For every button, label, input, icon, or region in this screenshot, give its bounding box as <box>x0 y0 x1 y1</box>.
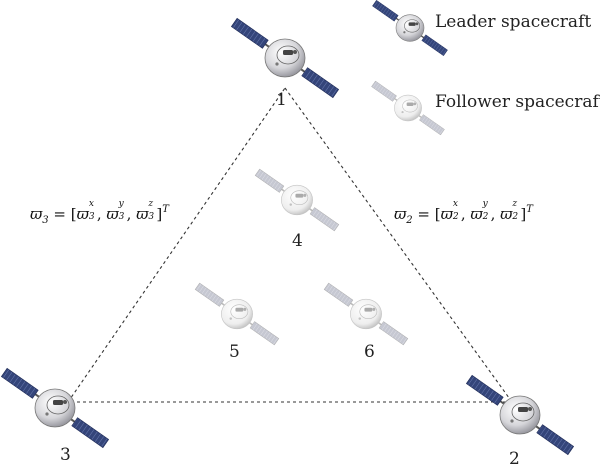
formula-3-symbol-z: ϖ <box>136 205 149 223</box>
formula-3-symbol-y: ϖ <box>106 205 119 223</box>
spacecraft-5-icon <box>194 282 280 346</box>
formula-2-sub-x: 2 <box>452 212 459 222</box>
node-label-3: 3 <box>60 445 71 465</box>
formula-2-sup-x: x <box>452 199 458 209</box>
formula-3-transpose: T <box>162 204 169 215</box>
spacecraft-layer <box>0 0 575 456</box>
formula-2-sup-y: y <box>482 199 488 209</box>
spacecraft-1-icon <box>230 17 340 99</box>
legend-follower-label: Follower spacecraft <box>435 92 600 112</box>
formation-link-3-1 <box>67 87 286 403</box>
formula-2-symbol-y: ϖ <box>470 205 483 223</box>
node-label-1: 1 <box>276 90 287 110</box>
formula-3-index: 3 <box>42 215 49 226</box>
formula-2-sup-z: z <box>512 199 518 209</box>
formula-3-sub-y: 3 <box>118 212 125 222</box>
node-label-4: 4 <box>292 231 303 251</box>
formula-2-sub-y: 2 <box>482 212 489 222</box>
legend-leader-label: Leader spacecraft <box>435 12 592 32</box>
formula-2-transpose: T <box>526 204 533 215</box>
formula-3-sub-z: 3 <box>148 212 155 222</box>
node-label-6: 6 <box>364 342 375 362</box>
formula-2-symbol: ϖ <box>394 205 407 223</box>
formula-3-symbol: ϖ <box>30 205 43 223</box>
spacecraft-4-icon <box>254 168 340 232</box>
node-label-2: 2 <box>509 449 520 469</box>
formula-3-symbol-x: ϖ <box>76 205 89 223</box>
formula-2-symbol-z: ϖ <box>500 205 513 223</box>
formula-2-sub-z: 2 <box>512 212 519 222</box>
formula-3-sup-y: y <box>118 199 124 209</box>
spacecraft-2-icon <box>465 374 575 456</box>
formula-3-sub-x: 3 <box>88 212 95 222</box>
legend-leader-spacecraft-icon <box>372 0 448 57</box>
formula-3-sup-x: x <box>88 199 94 209</box>
legend-follower-spacecraft-icon <box>371 80 445 136</box>
node-label-5: 5 <box>229 342 240 362</box>
spacecraft-6-icon <box>323 282 409 346</box>
formula-3-sup-z: z <box>148 199 154 209</box>
formation-link-1-2 <box>284 87 513 403</box>
formula-2-index: 2 <box>406 215 413 226</box>
formation-links <box>67 87 513 403</box>
spacecraft-3-icon <box>0 367 110 449</box>
formula-2-symbol-x: ϖ <box>440 205 453 223</box>
